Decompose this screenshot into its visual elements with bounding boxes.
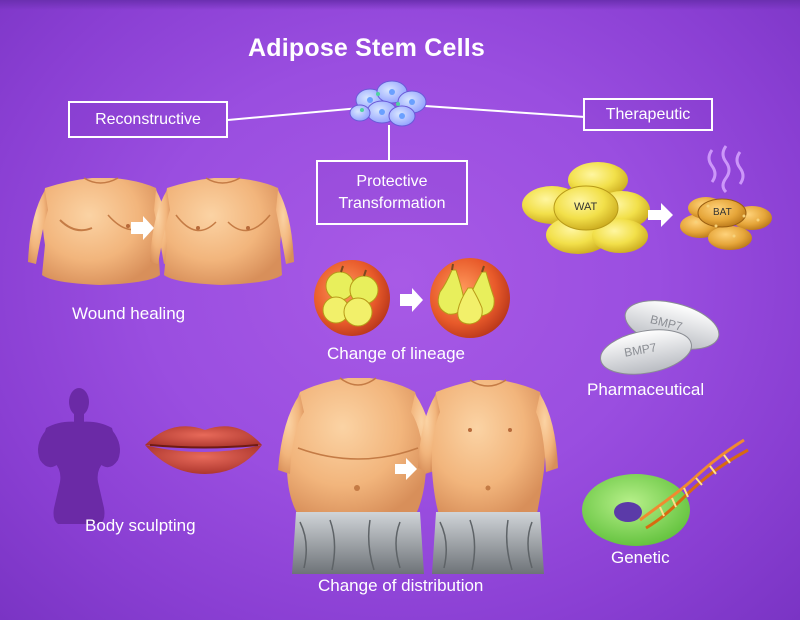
torso-slim-icon xyxy=(418,379,558,574)
reconstructive-label: Reconstructive xyxy=(95,110,201,128)
reconstructive-box: Reconstructive xyxy=(68,101,228,138)
wat-label: WAT xyxy=(574,201,598,213)
pear-cluster-icon xyxy=(430,258,510,338)
brown-fat-cluster-icon xyxy=(680,197,772,250)
genetic-cell-icon xyxy=(582,474,690,546)
connector-lines xyxy=(227,105,586,160)
apple-cluster-icon xyxy=(314,260,390,336)
arrow-right-icon xyxy=(131,216,154,240)
body-sculpting-label: Body sculpting xyxy=(85,516,196,535)
arrow-right-icon xyxy=(648,203,673,227)
torso-after-icon xyxy=(150,177,294,285)
dna-helix-icon xyxy=(639,438,749,530)
therapeutic-box: Therapeutic xyxy=(583,98,713,131)
bat-label: BAT xyxy=(713,207,732,218)
torso-heavy-icon xyxy=(278,377,437,574)
white-fat-cluster-icon xyxy=(522,162,650,254)
pharmaceutical-label: Pharmaceutical xyxy=(587,380,705,399)
protective-label-line1: Protective xyxy=(356,172,428,190)
body-silhouette-icon xyxy=(38,388,120,524)
change-of-distribution-label: Change of distribution xyxy=(318,576,484,595)
lips-icon xyxy=(145,426,262,474)
protective-label-line2: Transformation xyxy=(338,194,446,212)
change-of-lineage-label: Change of lineage xyxy=(327,344,466,363)
wound-healing-label: Wound healing xyxy=(72,304,186,323)
therapeutic-label: Therapeutic xyxy=(605,105,691,123)
genetic-label: Genetic xyxy=(611,548,670,567)
stem-cell-cluster-icon xyxy=(349,80,427,127)
diagram-title: Adipose Stem Cells xyxy=(248,34,485,62)
pill-icon xyxy=(600,300,720,375)
arrow-right-icon xyxy=(395,458,417,480)
arrow-right-icon xyxy=(400,288,423,312)
heat-waves-icon xyxy=(707,145,745,194)
protective-transformation-box: Protective Transformation xyxy=(316,160,468,225)
